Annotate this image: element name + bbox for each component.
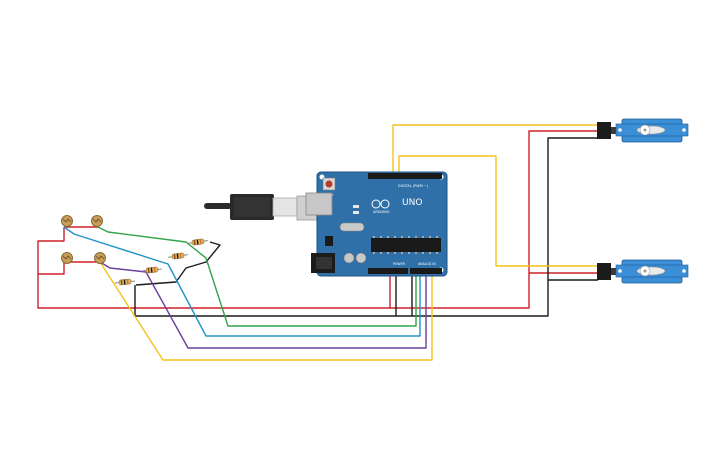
arduino-uno-board[interactable]: RESET DIGITAL (PWM ~) ARDUINO UNO xyxy=(305,171,448,277)
photoresistor[interactable] xyxy=(94,252,106,264)
photoresistor[interactable] xyxy=(91,215,103,227)
capacitor xyxy=(343,252,355,264)
wire-red-left-branch[interactable] xyxy=(38,262,65,275)
reset-button[interactable] xyxy=(322,177,336,191)
wire-yellow-servo-bottom[interactable] xyxy=(398,155,598,267)
resistors xyxy=(115,238,209,286)
photoresistor[interactable] xyxy=(61,215,73,227)
servo-bottom[interactable] xyxy=(597,259,689,284)
wire-purple-analog[interactable] xyxy=(99,261,427,349)
power-label: POWER xyxy=(393,262,406,266)
atmega-chip xyxy=(371,238,441,252)
resistor[interactable] xyxy=(168,252,189,260)
wire-black-ground[interactable] xyxy=(134,273,397,317)
resistor[interactable] xyxy=(188,238,209,246)
wire-black-servo-ground[interactable] xyxy=(396,137,598,317)
digital-header[interactable] xyxy=(368,173,442,179)
wire-red-servo-feed[interactable] xyxy=(390,130,598,309)
wire-yellow-servo-top[interactable] xyxy=(392,124,598,177)
servo-top[interactable] xyxy=(597,118,689,143)
arduino-logo xyxy=(371,199,390,209)
analog-header[interactable] xyxy=(410,268,442,274)
power-header[interactable] xyxy=(368,268,408,274)
usb-port[interactable] xyxy=(305,192,333,216)
resistor[interactable] xyxy=(115,278,135,286)
crystal xyxy=(339,222,365,232)
wires xyxy=(37,124,598,361)
wire-yellow-analog[interactable] xyxy=(99,261,433,361)
model-label: UNO xyxy=(402,198,422,208)
brand-label: ARDUINO xyxy=(373,210,390,214)
digital-label: DIGITAL (PWM ~) xyxy=(398,184,429,188)
capacitor xyxy=(355,252,367,264)
photoresistors xyxy=(61,215,106,264)
resistor[interactable] xyxy=(142,266,162,274)
wire-green-analog[interactable] xyxy=(97,226,417,327)
wire-black-resistor-link[interactable] xyxy=(135,241,221,286)
analog-label: ANALOG IN xyxy=(418,262,436,266)
photoresistor[interactable] xyxy=(61,252,73,264)
wire-blue-analog[interactable] xyxy=(63,226,421,337)
